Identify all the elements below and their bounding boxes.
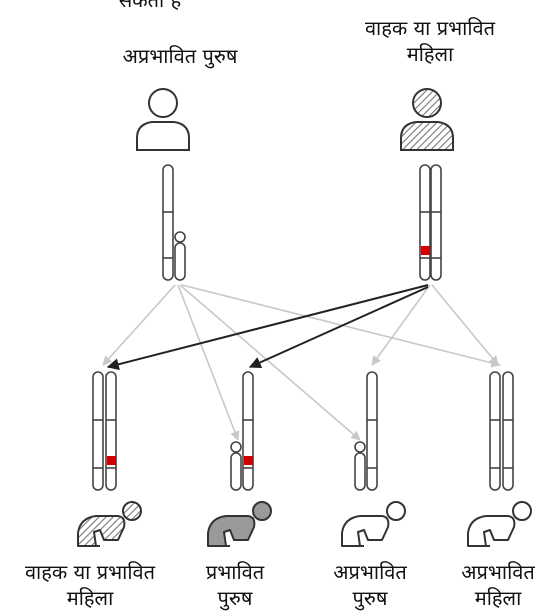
- father-y-chromosome: [174, 231, 186, 281]
- child1-chromosomes: [92, 371, 117, 491]
- inheritance-lines-mutation: [106, 284, 429, 371]
- child2-label-line1: प्रभावित: [205, 560, 265, 584]
- child4-label-line2: महिला: [474, 586, 522, 610]
- mother-label-line1: वाहक या प्रभावित: [364, 16, 496, 40]
- mother-carrier-person-icon: [400, 88, 454, 151]
- child1-label-line1: वाहक या प्रभावित: [24, 560, 156, 584]
- child4-chromosomes: [489, 371, 514, 491]
- mother-mutation-mark: [421, 246, 430, 255]
- father-x-chromosome: [162, 164, 174, 281]
- child4-label-line1: अप्रभावित: [461, 560, 535, 584]
- header-cutoff-text: सकता है: [118, 0, 182, 12]
- child2-mutation-mark: [244, 456, 253, 465]
- child2-affected-baby-icon: [207, 501, 272, 547]
- child3-chromosomes: [354, 371, 378, 491]
- child1-mutation-mark: [107, 456, 116, 465]
- child4-unaffected-baby-icon: [467, 501, 532, 547]
- child1-carrier-baby-icon: [77, 501, 142, 547]
- child3-unaffected-baby-icon: [341, 501, 406, 547]
- child3-label-line1: अप्रभावित: [333, 560, 407, 584]
- child1-label-line2: महिला: [66, 586, 114, 610]
- mother-x-chromosome-2: [430, 164, 442, 281]
- father-label: अप्रभावित पुरुष: [122, 44, 238, 68]
- inheritance-lines-faint: [102, 284, 501, 441]
- child2-label-line2: पुरुष: [217, 586, 253, 610]
- mother-label-line2: महिला: [406, 42, 454, 66]
- child3-label-line2: पुरुष: [352, 586, 388, 610]
- father-unaffected-person-icon: [136, 88, 190, 151]
- mother-x-chromosome-1: [419, 164, 431, 281]
